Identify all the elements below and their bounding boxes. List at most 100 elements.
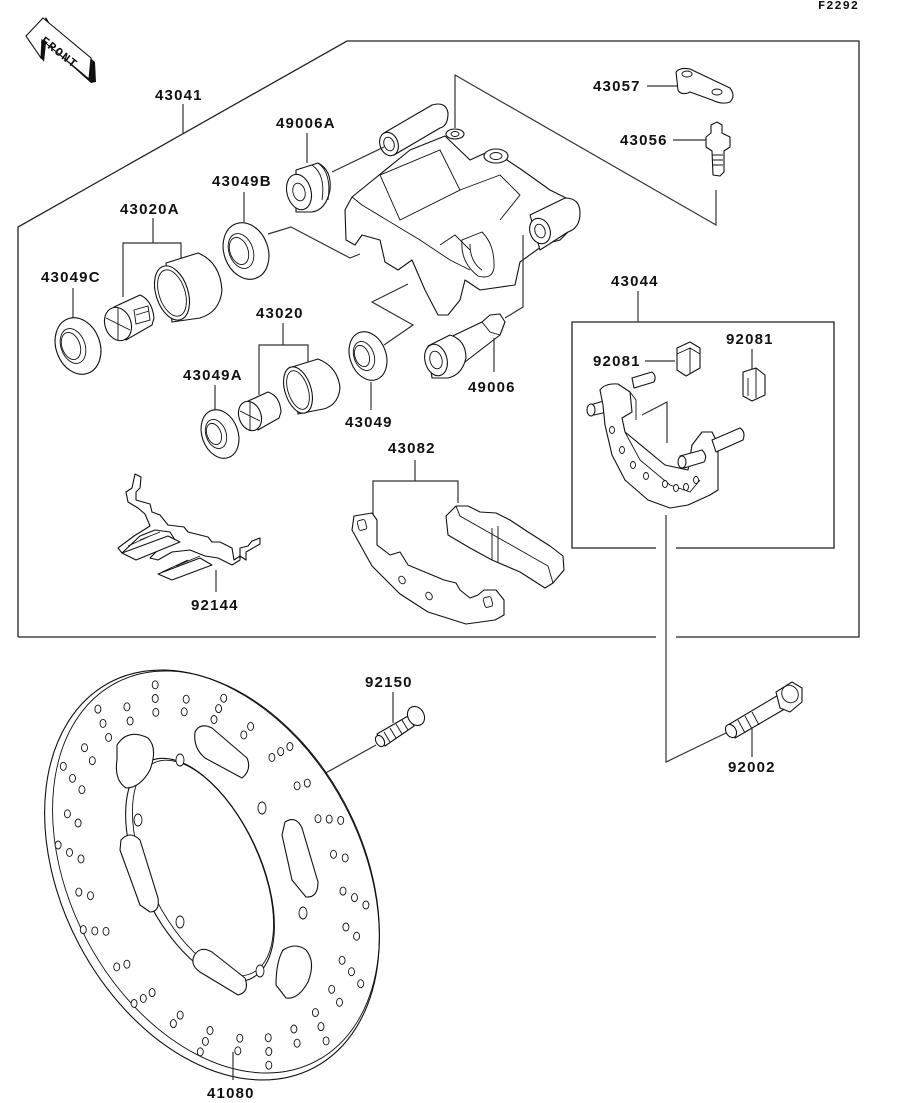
- bracket-assembly-frame: [571, 321, 835, 549]
- drill-hole: [126, 716, 134, 726]
- part-label-92081-left[interactable]: 92081: [593, 353, 641, 370]
- drill-hole: [66, 847, 73, 857]
- drill-hole: [342, 922, 350, 932]
- drill-hole: [99, 718, 107, 728]
- drill-hole: [151, 680, 159, 690]
- seal-43049A[interactable]: [195, 404, 246, 463]
- part-label-43057[interactable]: 43057: [593, 78, 641, 95]
- drill-hole: [113, 962, 121, 972]
- part-label-43020[interactable]: 43020: [256, 305, 304, 322]
- caliper-body[interactable]: [344, 103, 581, 316]
- part-label-43044[interactable]: 43044: [611, 273, 659, 290]
- drill-hole: [74, 818, 82, 828]
- drill-hole: [148, 988, 156, 998]
- part-label-43041[interactable]: 43041: [155, 87, 203, 104]
- drill-hole: [123, 959, 131, 969]
- drill-hole: [330, 849, 337, 859]
- figure-id: F2292: [818, 0, 859, 13]
- drill-hole: [293, 781, 301, 791]
- boot-49006A[interactable]: [283, 162, 331, 213]
- drill-hole: [59, 761, 67, 771]
- drill-hole: [180, 707, 188, 717]
- drill-hole: [336, 997, 343, 1007]
- drill-hole: [265, 1060, 273, 1070]
- drill-hole: [286, 742, 294, 751]
- drill-hole: [210, 715, 218, 724]
- front-arrow-icon: FRONT: [25, 17, 96, 83]
- drill-hole: [348, 967, 355, 977]
- part-label-92144[interactable]: 92144: [191, 597, 239, 614]
- drill-hole: [102, 926, 110, 936]
- clip-92081-right[interactable]: [742, 367, 766, 402]
- drill-hole: [201, 1036, 209, 1046]
- drill-hole: [325, 814, 333, 824]
- leader-43049-to-body: [370, 283, 415, 346]
- part-label-43082[interactable]: 43082: [388, 440, 436, 457]
- drill-hole: [94, 704, 102, 714]
- drill-hole: [176, 1010, 184, 1020]
- disc-drill-holes: [54, 680, 370, 1070]
- bleeder-valve-43056[interactable]: [705, 121, 731, 177]
- caliper-assembly-frame: [17, 40, 860, 638]
- drill-hole: [77, 854, 85, 864]
- drill-hole: [152, 707, 160, 717]
- seal-43049[interactable]: [343, 326, 394, 385]
- part-label-49006[interactable]: 49006: [468, 379, 516, 396]
- part-label-43049C[interactable]: 43049C: [41, 269, 101, 286]
- brake-pad-backing-43082[interactable]: [351, 512, 505, 625]
- part-label-43056[interactable]: 43056: [620, 132, 668, 149]
- caliper-bracket-43044[interactable]: [586, 371, 745, 509]
- piston-43020[interactable]: [278, 358, 341, 417]
- drill-hole: [105, 732, 113, 742]
- piston-43020A[interactable]: [148, 252, 223, 325]
- part-label-92150[interactable]: 92150: [365, 674, 413, 691]
- drill-hole: [268, 752, 276, 762]
- piston-insulator-43020A[interactable]: [100, 294, 155, 344]
- leader-43044-to-92002: [665, 515, 729, 763]
- disc-bolt-92150[interactable]: [374, 703, 428, 748]
- leader-43049B-to-body: [267, 226, 361, 259]
- drill-hole: [265, 1047, 273, 1056]
- drill-hole: [69, 773, 76, 783]
- part-label-41080[interactable]: 41080: [207, 1085, 255, 1102]
- drill-hole: [328, 984, 336, 994]
- drill-hole: [78, 785, 86, 795]
- drill-hole: [169, 1019, 177, 1029]
- drill-hole: [215, 704, 223, 714]
- drill-hole: [87, 891, 94, 901]
- drill-hole: [236, 1033, 244, 1043]
- part-label-43020A[interactable]: 43020A: [120, 201, 180, 218]
- part-label-43049[interactable]: 43049: [345, 414, 393, 431]
- drill-hole: [63, 809, 71, 819]
- seal-43049C[interactable]: [47, 311, 108, 381]
- drill-hole: [234, 1046, 242, 1056]
- part-label-43049B[interactable]: 43049B: [212, 173, 272, 190]
- drill-hole: [91, 926, 99, 936]
- drill-hole: [196, 1047, 204, 1057]
- brake-disc-41080[interactable]: [0, 612, 447, 1103]
- part-label-92081-right[interactable]: 92081: [726, 331, 774, 348]
- drill-hole: [357, 979, 365, 989]
- drill-hole: [339, 886, 347, 896]
- pad-spring-92144[interactable]: [117, 473, 261, 581]
- leader-43020A: [122, 242, 182, 297]
- leader-92150-to-disc: [321, 744, 377, 776]
- drill-hole: [338, 955, 346, 965]
- brake-pad-43082[interactable]: [445, 505, 565, 589]
- drill-hole: [322, 1036, 330, 1046]
- drill-hole: [264, 1033, 272, 1043]
- boot-49006[interactable]: [421, 313, 506, 379]
- part-label-43049A[interactable]: 43049A: [183, 367, 243, 384]
- clip-92081-left[interactable]: [676, 341, 701, 377]
- cap-plate-43057[interactable]: [675, 67, 734, 104]
- leader-caliper-to-43057: [454, 73, 717, 227]
- part-label-92002[interactable]: 92002: [728, 759, 776, 776]
- drill-hole: [139, 993, 147, 1003]
- part-label-49006A[interactable]: 49006A: [276, 115, 336, 132]
- drill-hole: [303, 778, 311, 788]
- caliper-bolt-92002[interactable]: [723, 681, 803, 740]
- leader-49006-to-body: [504, 235, 524, 319]
- seal-43049B[interactable]: [215, 216, 276, 286]
- piston-insulator-43020[interactable]: [235, 391, 282, 434]
- drill-hole: [341, 853, 349, 863]
